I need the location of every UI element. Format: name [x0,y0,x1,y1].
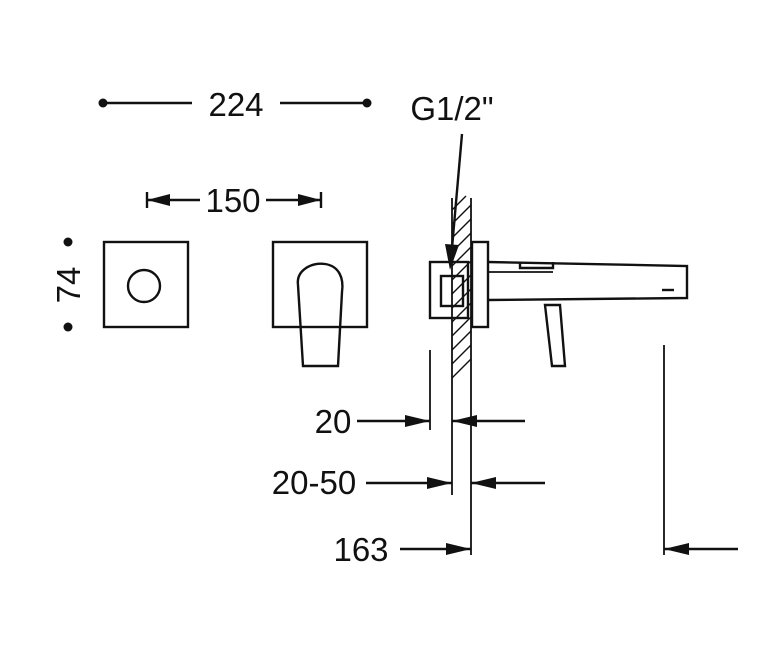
lever-handle [296,262,344,368]
left-plate-front-view [102,240,190,329]
diverter-knob [126,268,162,304]
dim-163-label: 163 [333,531,388,568]
side-lever [543,303,567,368]
dim-center-distance: 150 [145,182,323,219]
dim-plate-height: 74 [50,237,87,332]
extension-lines [429,345,665,555]
dim-plate-offset: 20 [315,403,525,440]
dim-overall-width: 224 [98,86,372,123]
dim-20-label: 20 [315,403,352,440]
dim-20-50-label: 20-50 [272,464,356,501]
thread-callout: G1/2" [410,90,494,270]
dim-150-label: 150 [205,182,260,219]
dim-wall-range: 20-50 [272,464,545,501]
mixer-side-view [428,240,689,368]
wall-plate-side [470,240,490,329]
right-plate-front-view [271,240,369,368]
dim-74-label: 74 [50,267,87,304]
spout [487,260,689,302]
thread-label: G1/2" [410,90,493,127]
dim-spout-reach: 163 [333,531,738,568]
dim-224-label: 224 [208,86,263,123]
